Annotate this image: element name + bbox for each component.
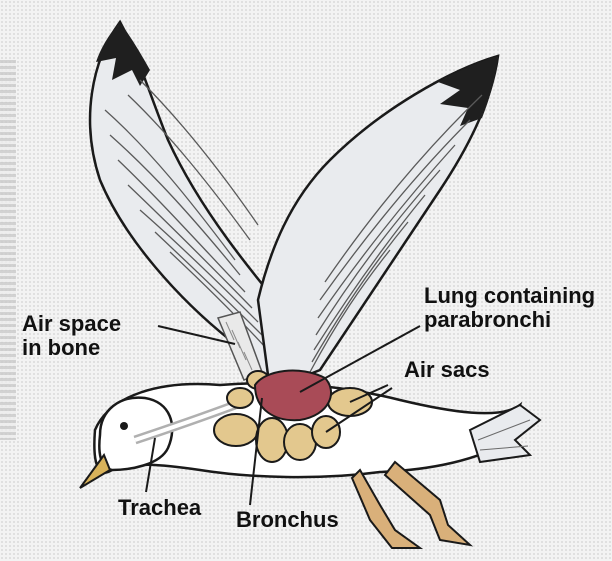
air-sac	[214, 414, 258, 446]
label-air-space-line2: in bone	[22, 336, 100, 359]
eye	[120, 422, 128, 430]
air-sac	[227, 388, 253, 408]
label-air-sacs: Air sacs	[404, 358, 490, 381]
label-air-space-line1: Air space	[22, 312, 121, 335]
label-lung-line2: parabronchi	[424, 308, 551, 331]
label-lung-line1: Lung containing	[424, 284, 595, 307]
label-bronchus: Bronchus	[236, 508, 339, 531]
label-trachea: Trachea	[118, 496, 201, 519]
